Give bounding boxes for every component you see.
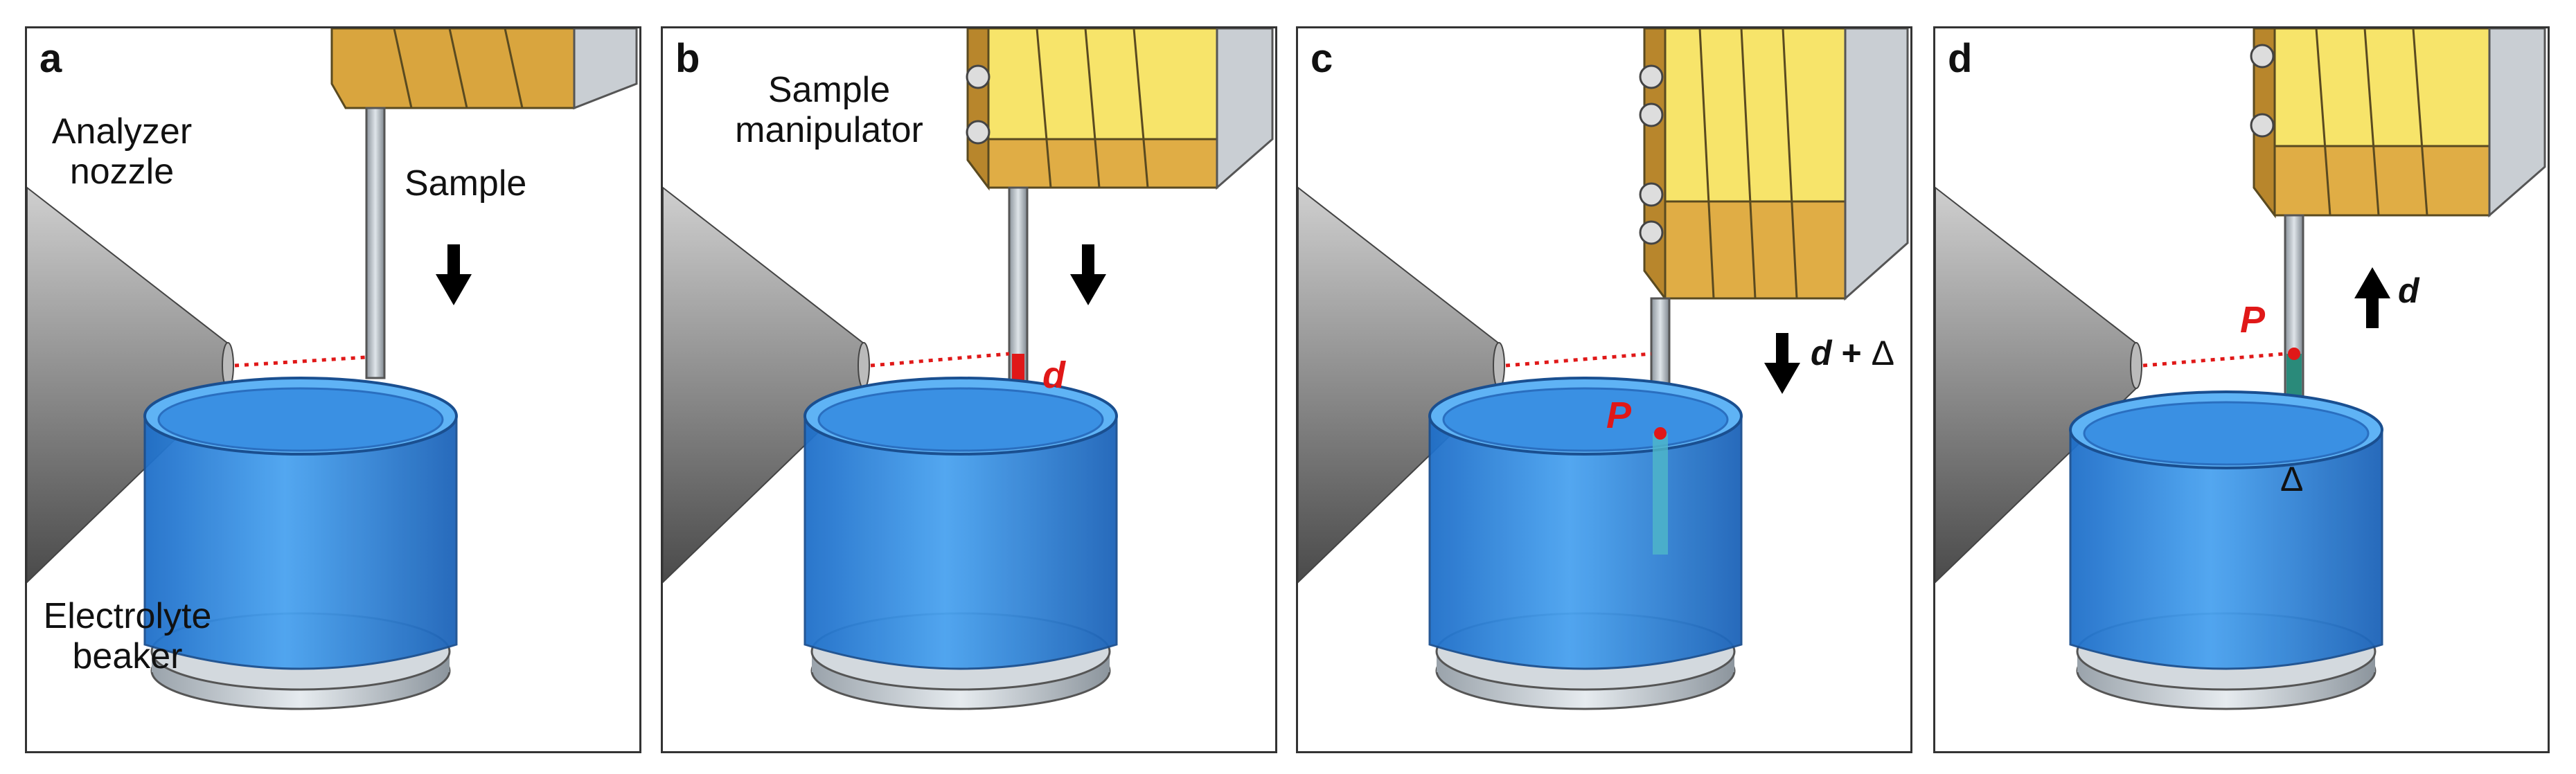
analyzer-nozzle-label: Analyzer nozzle <box>51 111 193 192</box>
sample-manipulator <box>966 28 1274 191</box>
point-p-label: P <box>2240 299 2266 341</box>
sample-label: Sample <box>405 163 527 204</box>
panel-letter: d <box>1948 36 1973 81</box>
electrolyte-beaker <box>1428 377 1743 710</box>
delta-label: Δ <box>2280 460 2304 498</box>
point-p-marker <box>2288 348 2300 360</box>
point-p-marker <box>1654 427 1667 440</box>
electrolyte-beaker <box>143 377 458 710</box>
panel-letter: a <box>39 36 62 81</box>
arrow-up-icon <box>2354 267 2390 328</box>
arrow-down-icon <box>436 244 472 305</box>
arrow-down-icon <box>1070 244 1106 305</box>
electrolyte-beaker-label: Electrolyte beaker <box>43 596 212 676</box>
sample-manipulator <box>2250 28 2546 219</box>
electrolyte-beaker <box>2069 390 2383 710</box>
panel-b-drawing <box>663 28 1274 710</box>
sample-holder <box>330 28 638 110</box>
alignment-line <box>1505 352 1652 368</box>
panel-a-drawing <box>27 28 638 710</box>
sample-manipulator <box>1639 28 1909 302</box>
d-plus-delta-label: d + Δ <box>1811 334 1894 372</box>
sample-manipulator-label: Sample manipulator <box>735 70 923 150</box>
alignment-line <box>870 352 1010 368</box>
panel-b: b Sample manipulator d <box>661 26 1277 753</box>
panel-c-drawing <box>1298 28 1909 710</box>
distance-d-label: d <box>2398 271 2419 310</box>
submerged-rod <box>1653 433 1668 555</box>
depth-d-label: d <box>1042 354 1065 396</box>
panel-letter: c <box>1311 36 1333 81</box>
alignment-line <box>2142 352 2286 368</box>
alignment-line <box>234 355 367 368</box>
panel-c: c P d + Δ <box>1296 26 1912 753</box>
panel-d: d P d Δ <box>1933 26 2550 753</box>
panel-a: a Analyzer nozzle Sample Electrolyte bea… <box>25 26 641 753</box>
arrow-down-icon <box>1764 333 1800 394</box>
panel-letter: b <box>675 36 700 81</box>
point-p-label: P <box>1606 395 1632 436</box>
panel-d-drawing <box>1935 28 2546 710</box>
electrolyte-beaker <box>803 377 1118 710</box>
sample-rod <box>365 107 386 379</box>
